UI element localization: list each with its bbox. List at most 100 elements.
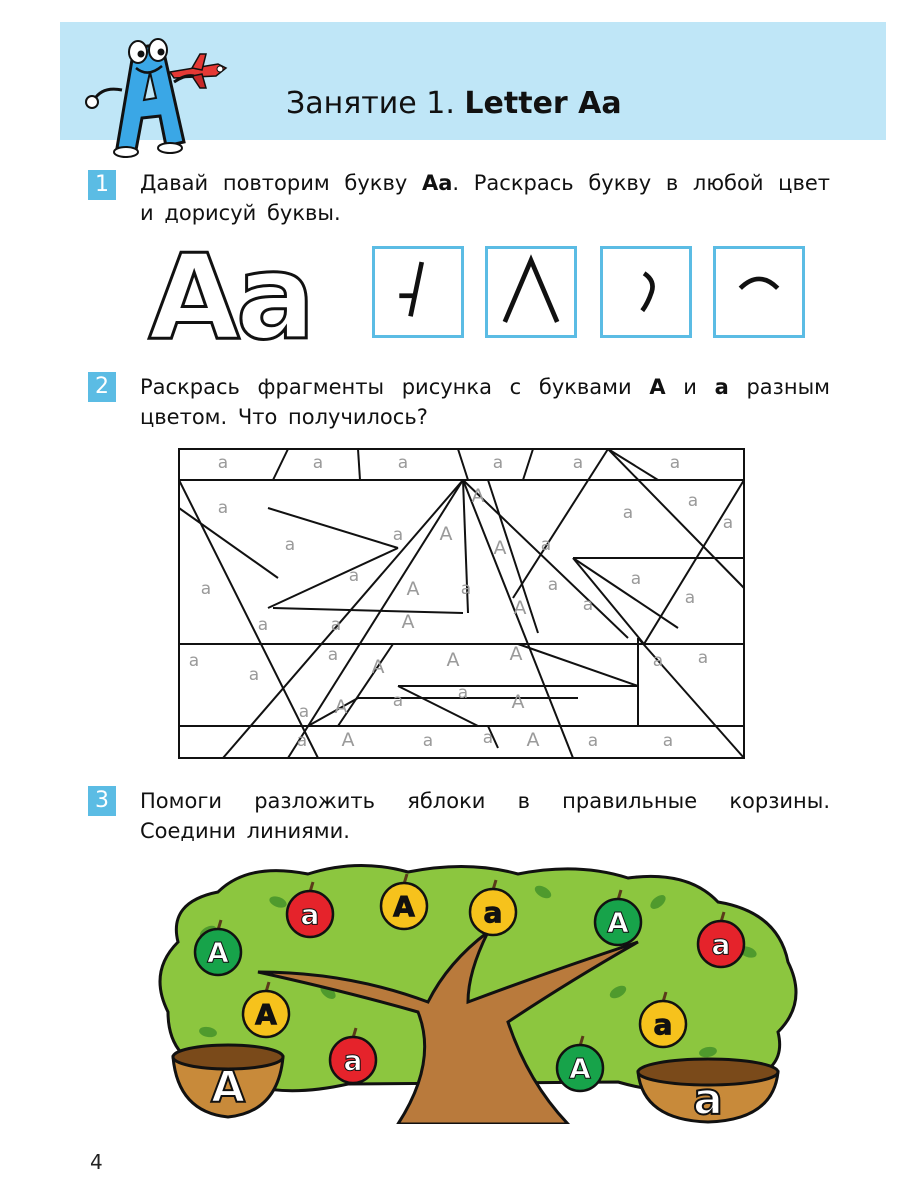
- mosaic-upper-a: A: [512, 691, 525, 713]
- lesson-prefix: Занятие 1.: [286, 86, 455, 121]
- apple-lower-red[interactable]: a: [285, 881, 335, 939]
- mosaic-upper-a: A: [402, 611, 415, 633]
- mosaic-lower-a: a: [201, 579, 211, 599]
- mosaic-lower-a: a: [685, 588, 695, 608]
- mosaic-lower-a: a: [393, 525, 403, 545]
- mosaic-lower-a: a: [328, 645, 338, 665]
- mosaic-lower-a: a: [258, 615, 268, 635]
- apple-letter: A: [569, 1052, 591, 1085]
- mosaic-lower-a: a: [331, 615, 341, 635]
- task-2-text: Раскрась фрагменты рисунка с буквами A и…: [140, 372, 830, 432]
- apple-upper-yellow[interactable]: A: [379, 873, 429, 931]
- apple-letter: a: [484, 896, 503, 929]
- basket-left-letter: A: [211, 1062, 245, 1113]
- mosaic-lower-a: a: [299, 702, 309, 722]
- mosaic-lower-a: a: [458, 683, 468, 703]
- mosaic-lower-a: a: [189, 651, 199, 671]
- mosaic-upper-a: A: [514, 597, 527, 619]
- mosaic-upper-a: A: [335, 696, 348, 718]
- apple-upper-green[interactable]: A: [593, 889, 643, 947]
- apple-body: [468, 887, 518, 937]
- task-2-text-line2: цветом. Что получилось?: [140, 405, 428, 429]
- task-1-text-b: . Раскрась букву в любой цвет: [452, 171, 830, 195]
- task-2-text-a: Раскрась фрагменты рисунка с буквами: [140, 375, 650, 399]
- apple-letter: a: [654, 1008, 673, 1041]
- task-1-text-line2: и дорисуй буквы.: [140, 201, 341, 225]
- apple-body: [193, 927, 243, 977]
- basket-right[interactable]: a: [636, 1057, 780, 1124]
- task-2-number: 2: [88, 372, 116, 402]
- mosaic-lower-a: a: [461, 579, 471, 599]
- apple-letter: A: [393, 890, 415, 923]
- mosaic-lower-a: a: [653, 651, 663, 671]
- basket-left[interactable]: A: [171, 1043, 285, 1119]
- task-3-text: Помоги разложить яблоки в правильные кор…: [140, 786, 830, 846]
- mosaic-lower-a: a: [663, 731, 673, 751]
- mosaic-lower-a: a: [541, 535, 551, 555]
- task-2-bold-lower: a: [714, 375, 729, 399]
- mosaic-lower-a: a: [313, 453, 323, 473]
- apple-letter: a: [344, 1044, 363, 1077]
- mosaic-lower-a: a: [493, 453, 503, 473]
- outlined-letters-aa: Aa: [147, 238, 317, 348]
- mosaic-lower-a: a: [218, 498, 228, 518]
- task-1-text-bold: Aa: [421, 171, 453, 195]
- mosaic-lower-a: a: [249, 665, 259, 685]
- mosaic-lower-a: a: [583, 595, 593, 615]
- apple-lower-red[interactable]: a: [328, 1027, 378, 1085]
- mosaic-lower-a: a: [423, 731, 433, 751]
- mosaic-lower-a: a: [483, 728, 493, 748]
- trace-box-lower-a-left[interactable]: [600, 246, 692, 338]
- task-2-bold-upper: A: [649, 375, 666, 399]
- apple-body: [379, 881, 429, 931]
- mosaic-lower-a: a: [349, 566, 359, 586]
- mosaic-lower-a: a: [670, 453, 680, 473]
- apple-body: [638, 999, 688, 1049]
- apple-body: [696, 919, 746, 969]
- apple-letter: a: [301, 898, 320, 931]
- trace-box-lower-a-top[interactable]: [713, 246, 805, 338]
- task-3-text-line1: Помоги разложить яблоки в правильные кор…: [140, 789, 830, 813]
- apple-body: [593, 897, 643, 947]
- lesson-title: Занятие 1. Letter Aa: [286, 86, 622, 121]
- outlined-letters-text: Aa: [149, 238, 312, 348]
- trace-box-upper-a-left[interactable]: [372, 246, 464, 338]
- apple-letter: A: [207, 936, 229, 969]
- apple-letter: A: [607, 906, 629, 939]
- mosaic-upper-a: A: [494, 537, 507, 559]
- mosaic-lower-a: a: [623, 503, 633, 523]
- mosaic-upper-a: A: [472, 485, 485, 507]
- mosaic-upper-a: A: [440, 523, 453, 545]
- basket-right-letter: a: [693, 1074, 723, 1124]
- apple-upper-green[interactable]: A: [555, 1035, 605, 1093]
- apple-letter: A: [255, 998, 277, 1031]
- apple-body: [241, 989, 291, 1039]
- mosaic-lower-a: a: [688, 491, 698, 511]
- task-2-text-mid: и: [665, 375, 715, 399]
- task-1-text-a: Давай повторим букву: [140, 171, 422, 195]
- mosaic-lower-a: a: [285, 535, 295, 555]
- task-1-number: 1: [88, 170, 116, 200]
- apple-lower-yellow[interactable]: a: [468, 879, 518, 937]
- mosaic-upper-a: A: [372, 656, 385, 678]
- letter-a-mascot-illustration: [85, 38, 228, 158]
- mosaic-lower-a: a: [631, 569, 641, 589]
- mosaic-lower-a: a: [548, 575, 558, 595]
- trace-box-upper-a-sides[interactable]: [485, 246, 577, 338]
- mosaic-lower-a: a: [393, 691, 403, 711]
- apple-upper-yellow[interactable]: A: [241, 981, 291, 1039]
- task-3-text-line2: Соедини линиями.: [140, 819, 350, 843]
- apple-lower-red[interactable]: a: [696, 911, 746, 969]
- apple-upper-green[interactable]: A: [193, 919, 243, 977]
- mosaic-lower-a: a: [723, 513, 733, 533]
- mosaic-lower-a: a: [218, 453, 228, 473]
- task-3-number: 3: [88, 786, 116, 816]
- apple-lower-yellow[interactable]: a: [638, 991, 688, 1049]
- apple-body: [285, 889, 335, 939]
- page-number: 4: [90, 1150, 103, 1174]
- mosaic-upper-a: A: [342, 729, 355, 751]
- mosaic-upper-a: A: [510, 643, 523, 665]
